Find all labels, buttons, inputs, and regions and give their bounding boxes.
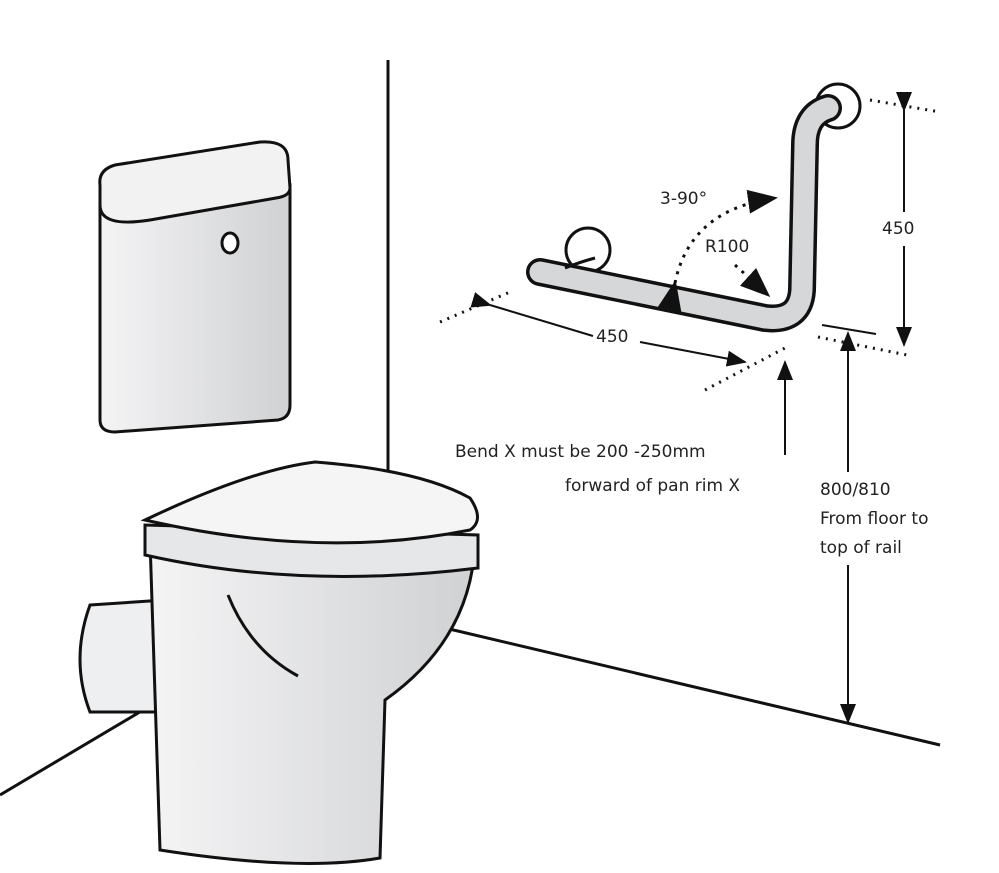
waste-pipe — [78, 598, 167, 714]
height-value-label: 800/810 — [820, 479, 891, 501]
grab-rail — [526, 82, 862, 333]
dimension-lines — [439, 92, 941, 724]
bend-note-line2: forward of pan rim X — [565, 475, 741, 497]
room-lines — [0, 60, 941, 797]
cistern — [98, 140, 292, 434]
bend-note-line1: Bend X must be 200 -250mm — [455, 441, 706, 463]
radius-arrow — [733, 263, 771, 298]
floor-line-right — [444, 626, 941, 747]
radius-label: R100 — [705, 236, 750, 258]
height-note-line2: top of rail — [820, 537, 902, 559]
angle-label: 3-90° — [660, 188, 708, 210]
flush-button — [220, 231, 240, 255]
horizontal-dim-right — [639, 341, 747, 367]
toilet-pan — [78, 460, 480, 865]
horizontal-length-label: 450 — [596, 326, 629, 348]
vertical-length-label: 450 — [882, 218, 915, 240]
horizontal-dim-left — [470, 292, 594, 337]
height-note-line1: From floor to — [820, 508, 929, 530]
floor-line-left — [0, 698, 161, 797]
toilet-lid — [140, 460, 479, 545]
